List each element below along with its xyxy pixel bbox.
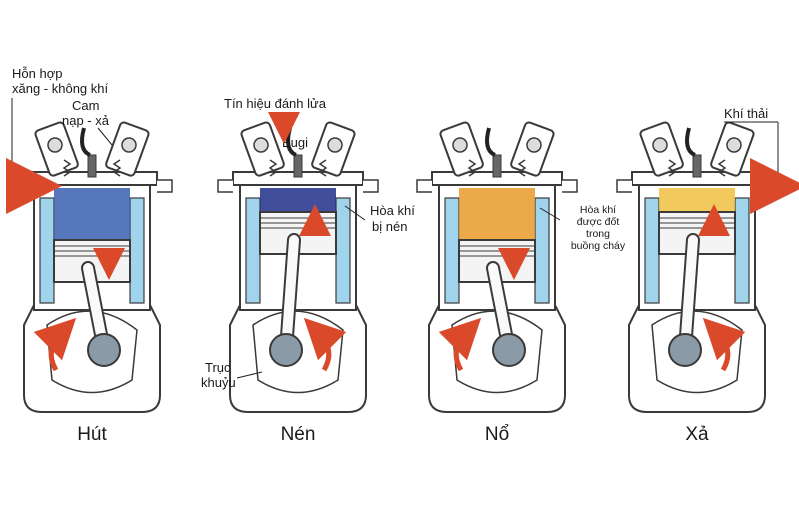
coolant-jacket-left <box>39 197 55 304</box>
exhaust-port <box>562 179 578 193</box>
stroke-label-power: Nổ <box>485 424 509 445</box>
coolant-jacket-right <box>534 197 550 304</box>
crank-rotation-arrow <box>702 317 746 372</box>
burned-mix-label-3: trong <box>586 228 610 240</box>
crankshaft <box>87 333 121 367</box>
exhaust-cam <box>726 137 742 153</box>
intake-valve-spring <box>62 159 72 177</box>
intake-mixture-label: Hỗn hợp <box>12 66 62 81</box>
crankshaft <box>492 333 526 367</box>
exhaust-valve-spring <box>717 159 727 177</box>
cam-label-2: nạp - xả <box>62 113 110 128</box>
exhaust-cam <box>327 137 343 153</box>
intake-valve-spring <box>268 159 278 177</box>
stroke-label-compression: Nén <box>281 424 316 445</box>
stroke-label-exhaust: Xả <box>685 424 709 445</box>
combustion-gas <box>54 188 130 240</box>
combustion-gas <box>659 188 735 212</box>
intake-mixture-label-2: xăng - không khí <box>12 81 109 96</box>
exhaust-cam <box>526 137 542 153</box>
exhaust-cam <box>121 137 137 153</box>
burned-mix-label: Hòa khí <box>580 204 616 216</box>
engine-3 <box>416 121 578 413</box>
combustion-gas <box>459 188 535 240</box>
spark-plug <box>293 154 303 178</box>
intake-cam <box>652 137 668 153</box>
connecting-rod-inner <box>281 235 299 355</box>
cylinder-head <box>431 171 563 186</box>
exhaust-port <box>363 179 379 193</box>
intake-valve-spring <box>667 159 677 177</box>
spark-plug <box>87 154 97 178</box>
ignition-signal-label: Tín hiệu đánh lửa <box>224 96 327 111</box>
crank-rotation-arrow <box>33 317 77 372</box>
intake-port <box>416 179 432 193</box>
cam-lever <box>685 127 696 157</box>
engine-2 <box>217 121 379 413</box>
intake-port <box>616 179 632 193</box>
spark-plug <box>692 154 702 178</box>
coolant-jacket-left <box>444 197 460 304</box>
cam-lever <box>485 127 496 157</box>
intake-valve-spring <box>467 159 477 177</box>
spark-plug <box>492 154 502 178</box>
intake-port <box>217 179 233 193</box>
compressed-mix-label: Hòa khí <box>370 203 415 218</box>
connecting-rod-inner <box>680 235 698 355</box>
cylinder-head <box>232 171 364 186</box>
crankshaft-label-2: khuỷu <box>201 375 236 390</box>
cam-lever <box>80 127 91 157</box>
exhaust-valve-spring <box>318 159 328 177</box>
exhaust-port <box>157 179 173 193</box>
burned-mix-label-4: buồng cháy <box>571 240 626 252</box>
crank-rotation-arrow <box>303 317 347 372</box>
coolant-jacket-left <box>245 197 261 304</box>
coolant-jacket-right <box>734 197 750 304</box>
intake-cam <box>452 137 468 153</box>
burned-mix-label-2: được đốt <box>577 216 620 228</box>
intake-cam <box>253 137 269 153</box>
intake-cam <box>47 137 63 153</box>
crank-rotation-arrow <box>438 317 482 372</box>
exhaust-valve-spring <box>112 159 122 177</box>
exhaust-gas-label: Khí thải <box>724 106 768 121</box>
combustion-gas <box>260 188 336 212</box>
coolant-jacket-right <box>129 197 145 304</box>
compressed-mix-label-2: bị nén <box>372 219 407 234</box>
crankshaft <box>668 333 702 367</box>
coolant-jacket-right <box>335 197 351 304</box>
crankshaft-label: Trục <box>205 360 231 375</box>
stroke-label-intake: Hút <box>77 424 107 445</box>
coolant-jacket-left <box>644 197 660 304</box>
spark-plug-label: Bugi <box>282 135 308 150</box>
cam-label: Cam <box>72 98 99 113</box>
engine-4 <box>616 121 778 413</box>
crankshaft <box>269 333 303 367</box>
engine-1 <box>11 121 173 413</box>
exhaust-valve-spring <box>517 159 527 177</box>
